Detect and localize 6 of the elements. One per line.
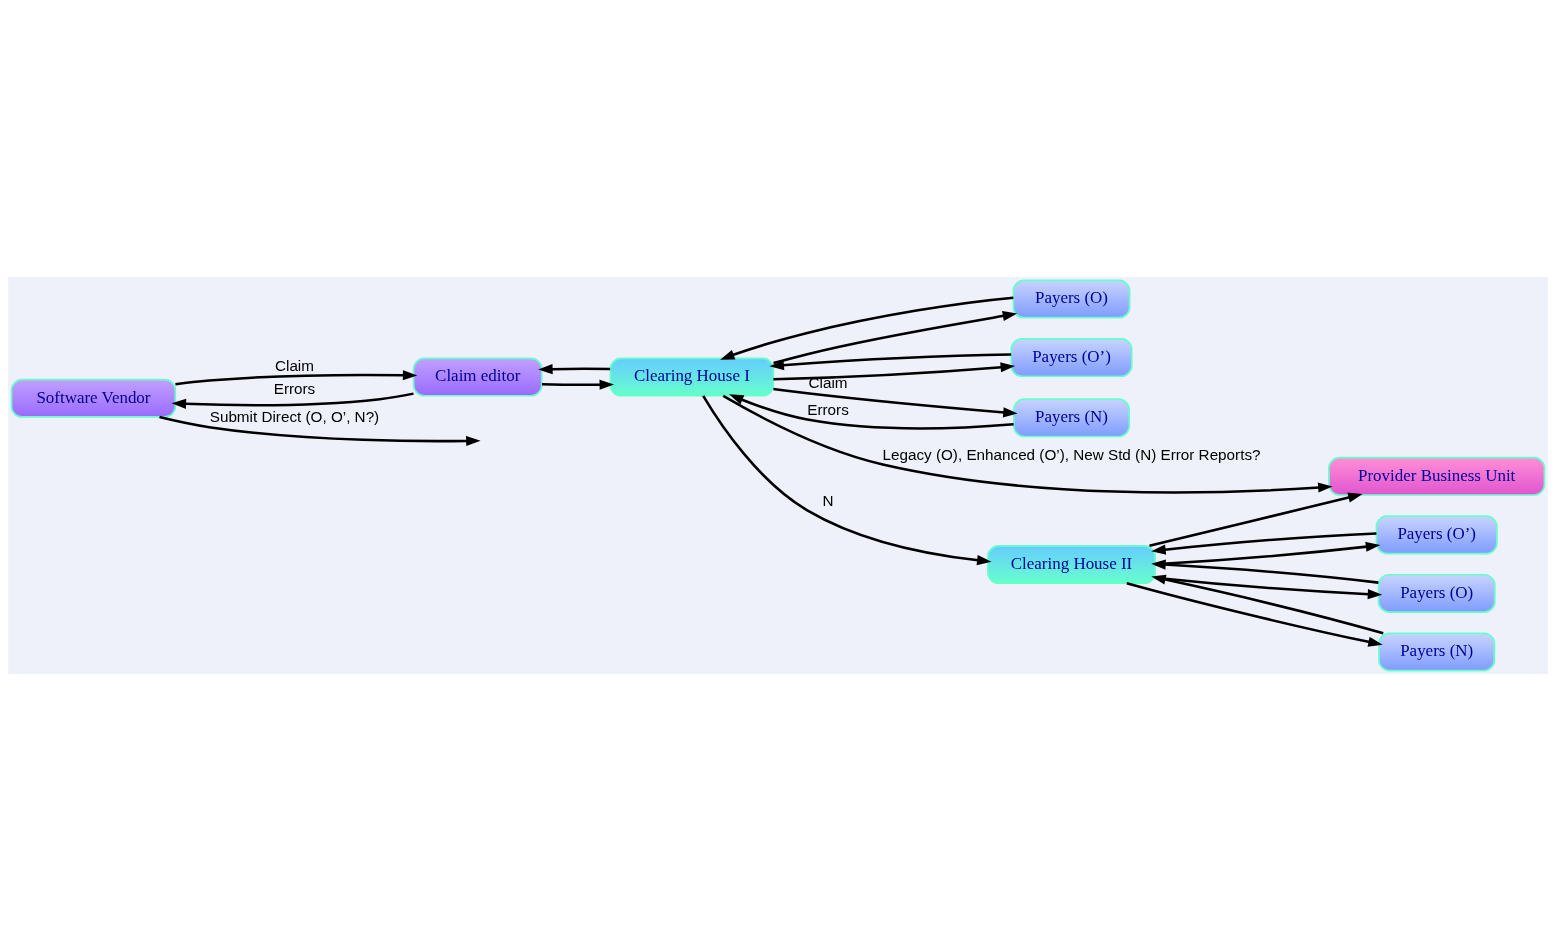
edge-label: Submit Direct (O, O’, N?) <box>209 408 380 426</box>
edge-label: Errors <box>273 380 316 398</box>
edge-label: Legacy (O), Enhanced (O’), New Std (N) Error Reports? <box>882 445 1261 463</box>
edge-label: Claim <box>274 356 314 374</box>
edge-label: N <box>822 491 834 509</box>
edge-label: Errors <box>807 400 849 418</box>
